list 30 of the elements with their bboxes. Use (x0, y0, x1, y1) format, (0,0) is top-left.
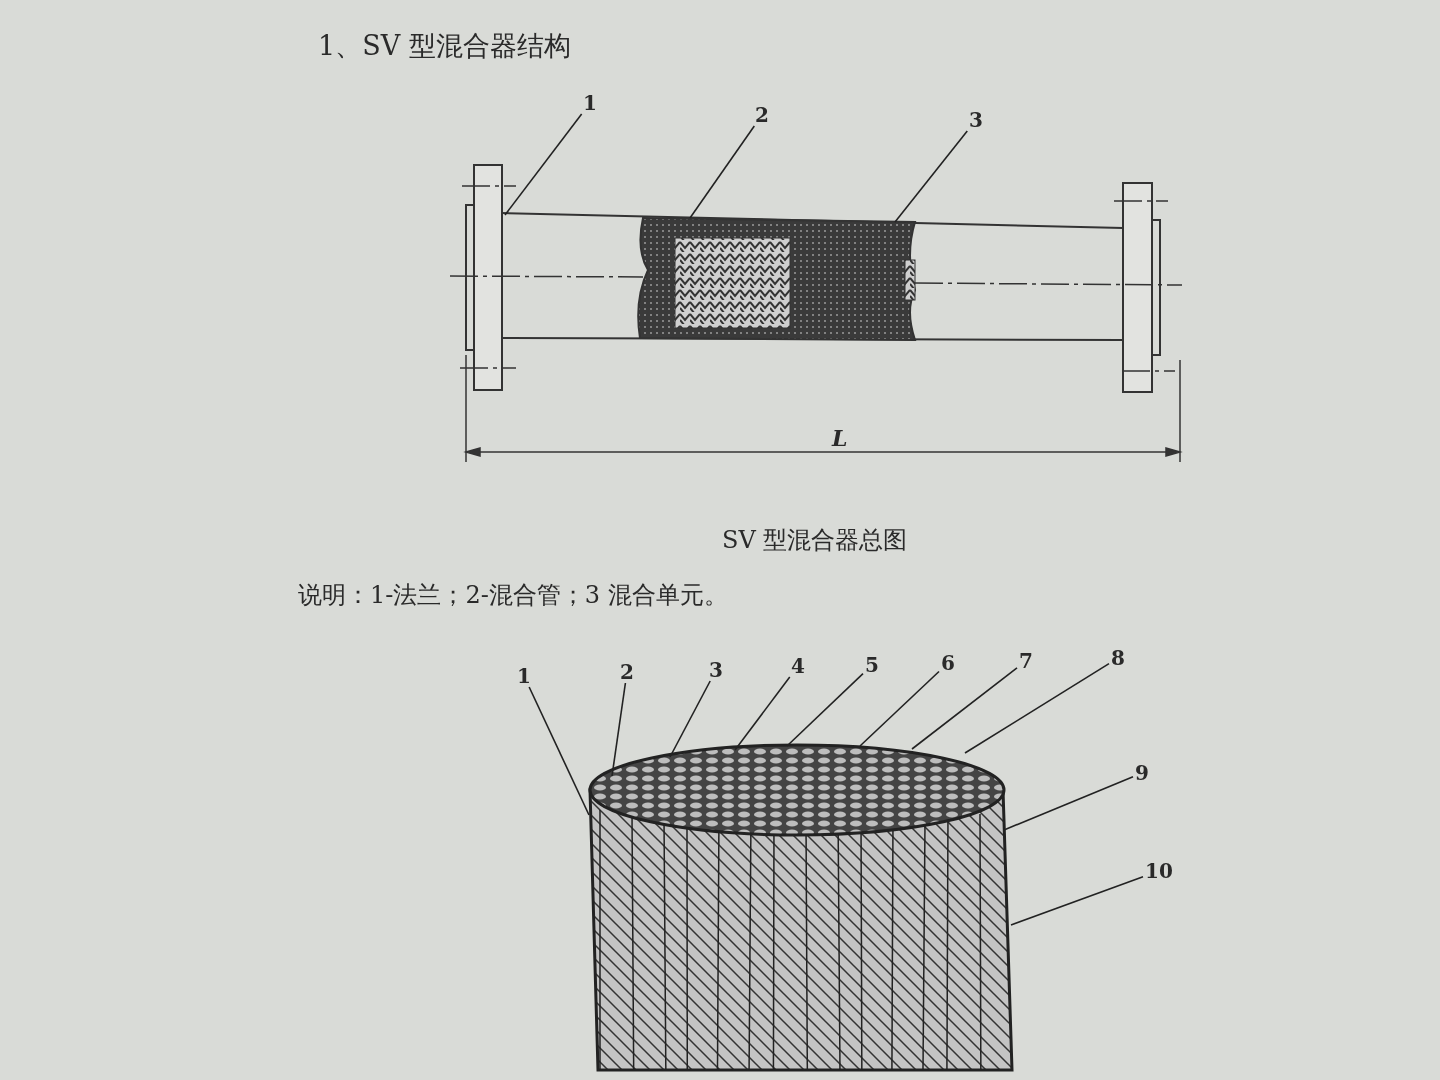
mixing-element-drawing (588, 743, 1014, 1072)
callout-number: 7 (1017, 650, 1035, 672)
callout-number: 5 (863, 654, 881, 676)
leader-line (689, 125, 756, 219)
callout-number: 6 (939, 652, 957, 674)
callout-number: 10 (1143, 860, 1175, 882)
callout-number: 2 (753, 104, 771, 126)
leader-line (611, 682, 627, 777)
callout-number: 4 (789, 655, 807, 677)
leader-line (911, 667, 1018, 750)
static-mixer-drawing (449, 164, 1183, 393)
leader-line (894, 130, 969, 223)
callout-number: 8 (1109, 647, 1127, 669)
callout-number: 2 (618, 661, 636, 683)
callout-number: 3 (707, 659, 725, 681)
leader-line (786, 672, 864, 747)
callout-number: 9 (1133, 762, 1151, 784)
callout-number: 1 (515, 665, 533, 687)
leader-line (1010, 876, 1144, 926)
legend-note: 说明：1-法兰；2-混合管；3 混合单元。 (298, 583, 728, 607)
callout-number: 1 (581, 92, 599, 114)
leader-line (528, 686, 590, 816)
leader-line (964, 662, 1110, 754)
dimension-label: L (832, 427, 848, 449)
leader-line (1003, 775, 1134, 831)
figure-caption: SV 型混合器总图 (722, 528, 908, 552)
section-heading: 1、SV 型混合器结构 (318, 32, 571, 59)
callout-number: 3 (967, 109, 985, 131)
leader-line (504, 113, 583, 216)
leader-line (734, 676, 791, 751)
